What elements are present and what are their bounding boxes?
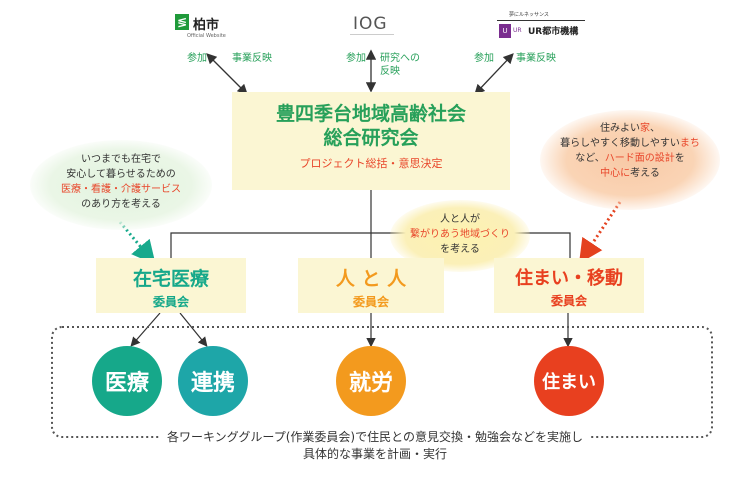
- living-bubble: [540, 110, 720, 210]
- cooperation-circle: 連携: [178, 346, 248, 416]
- footer-line1: 各ワーキンググループ(作業委員会)で住民との意見交換・勉強会などを実施し: [161, 429, 589, 446]
- home-care-note: いつまでも在宅で 安心して暮らせるための 医療・看護・介護サービス のあり方を考…: [61, 154, 181, 210]
- home-care-sub: 委員会: [152, 295, 189, 309]
- medical-circle: 医療: [92, 346, 162, 416]
- label-ur-reflect: 事業反映: [516, 53, 556, 64]
- home-care-title: 在宅医療: [132, 268, 209, 290]
- ur-name: UR都市機構: [528, 27, 579, 37]
- footer-line2: 具体的な事業を計画・実行: [302, 447, 447, 461]
- main-subtitle: プロジェクト総括・意思決定: [299, 157, 443, 170]
- people-sub: 委員会: [352, 295, 389, 309]
- label-iog-reflect: 研究への 反映: [380, 53, 420, 77]
- employment-circle: 就労: [336, 346, 406, 416]
- living-sub: 委員会: [550, 294, 587, 308]
- main-council-box: 豊四季台地域高齢社会 総合研究会 プロジェクト総括・意思決定: [232, 92, 510, 190]
- label-iog-participate: 参加: [346, 53, 366, 64]
- arrow-ur: [474, 53, 514, 95]
- main-title-line1: 豊四季台地域高齢社会: [275, 103, 466, 125]
- living-note: 住みよい家、 暮らしやすく移動しやすいまち など、ハード面の設計を 中心に考える: [560, 123, 700, 179]
- ur-mark: UR: [513, 27, 522, 34]
- ur-mark-icon: U: [499, 24, 511, 38]
- iog-underline: [350, 34, 394, 35]
- label-kashiwa-participate: 参加: [187, 53, 207, 64]
- iog-logo: IOG: [353, 14, 388, 34]
- people-note: 人と人が 繋がりあう地域づくり を考える: [410, 214, 510, 255]
- label-kashiwa-reflect: 事業反映: [232, 53, 272, 64]
- kashiwa-logo: ≶ 柏市 Official Website: [175, 14, 235, 42]
- ur-top: 夢にルネッサンス: [509, 12, 549, 18]
- people-committee: 人 と 人 委員会: [298, 258, 444, 313]
- people-title: 人 と 人: [335, 268, 407, 290]
- home-care-committee: 在宅医療 委員会: [96, 258, 246, 313]
- living-committee: 住まい・移動 委員会: [494, 258, 644, 313]
- ur-logo: 夢にルネッサンス U UR UR都市機構: [497, 11, 587, 43]
- footer-note: 各ワーキンググループ(作業委員会)で住民との意見交換・勉強会などを実施し 具体的…: [0, 429, 750, 463]
- housing-circle: 住まい: [534, 346, 604, 416]
- home-care-bubble: [30, 140, 212, 230]
- kashiwa-mark-icon: ≶: [175, 14, 189, 30]
- living-title: 住まい・移動: [515, 268, 623, 289]
- kashiwa-name: 柏市: [193, 18, 220, 33]
- label-ur-participate: 参加: [474, 53, 494, 64]
- arrow-kashiwa: [206, 53, 248, 95]
- main-title-line2: 総合研究会: [323, 127, 419, 149]
- kashiwa-sub: Official Website: [187, 33, 226, 39]
